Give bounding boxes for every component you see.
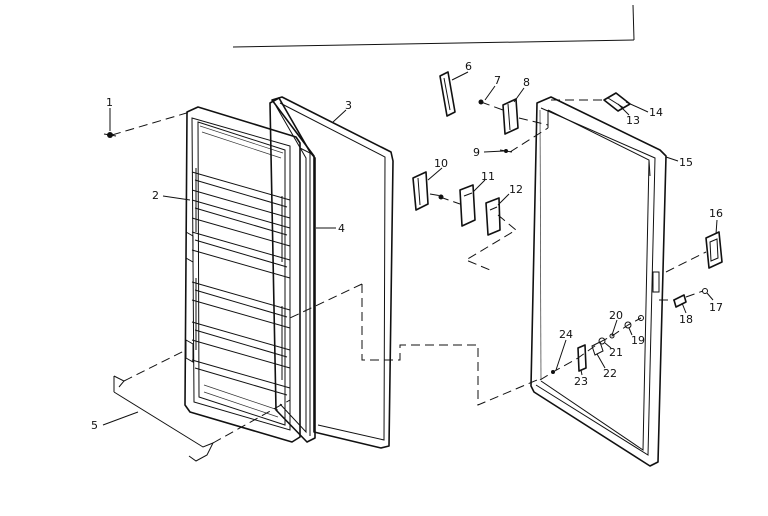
callout-18: 18 [679,313,693,326]
callout-19: 19 [631,334,645,347]
callout-17: 17 [709,301,723,314]
callout-13: 13 [626,114,640,127]
callout-5: 5 [91,419,98,432]
callout-24: 24 [559,328,573,341]
door-gasket [269,97,316,443]
callout-23: 23 [574,375,588,388]
callout-14: 14 [649,106,663,119]
callout-1: 1 [106,96,113,109]
outer-door-panel [530,96,667,467]
callout-4: 4 [338,222,345,235]
door-liner [184,106,301,443]
assembly-lines [111,99,707,444]
cover-plate [113,375,215,462]
leader-lines [102,71,718,426]
callout-22: 22 [603,367,617,380]
door-panel [271,96,394,449]
callout-9: 9 [473,146,480,159]
callout-6: 6 [465,60,472,73]
callout-16: 16 [709,207,723,220]
callout-7: 7 [494,74,501,87]
header-tick [632,4,635,41]
callout-2: 2 [152,189,159,202]
callout-21: 21 [609,346,623,359]
callout-15: 15 [679,156,693,169]
callout-8: 8 [523,76,530,89]
callout-11: 11 [481,170,495,183]
callout-10: 10 [434,157,448,170]
callout-20: 20 [609,309,623,322]
hardware-parts [103,71,723,374]
callout-12: 12 [509,183,523,196]
callout-3: 3 [345,99,352,112]
header-rule [232,39,635,48]
callout-numbers: 1 2 3 4 5 6 7 8 9 10 11 12 13 14 15 16 1… [91,60,723,432]
